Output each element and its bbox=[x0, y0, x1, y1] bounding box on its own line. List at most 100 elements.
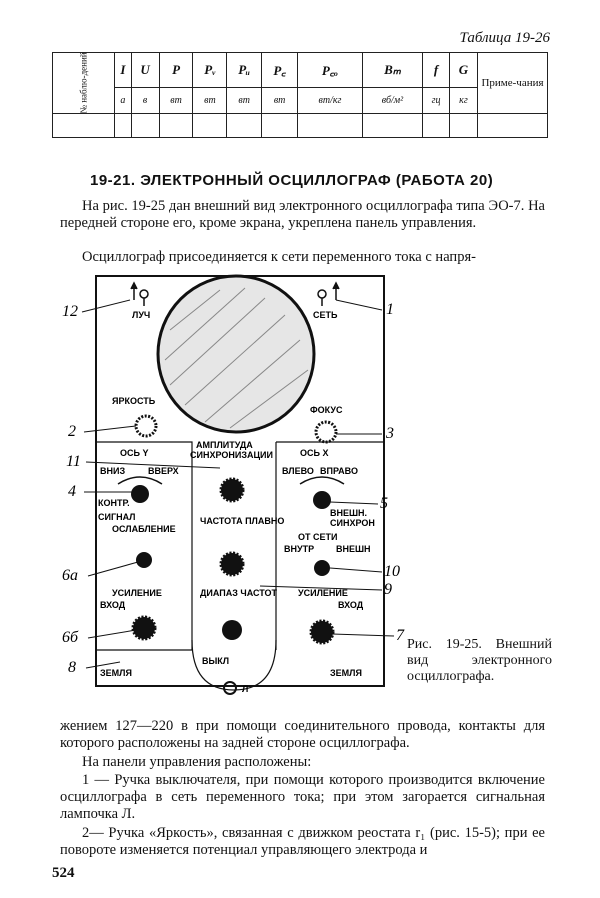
sync-selector-knob bbox=[314, 560, 330, 576]
attenuator-knob bbox=[136, 552, 152, 568]
callout-11: 11 bbox=[66, 453, 81, 470]
label-luch: ЛУЧ bbox=[132, 310, 150, 320]
table-caption: Таблица 19-26 bbox=[459, 30, 550, 46]
y-shift-knob bbox=[131, 485, 149, 503]
callout-5: 5 bbox=[380, 495, 388, 512]
label-usilenie-left: УСИЛЕНИЕ bbox=[112, 588, 162, 598]
callout-4: 4 bbox=[68, 483, 76, 500]
callout-2: 2 bbox=[68, 423, 76, 440]
paragraph: 1 — Ручка выключателя, при помощи которо… bbox=[60, 772, 545, 822]
label-vneshn-sinhron: ВНЕШН. bbox=[330, 508, 367, 518]
beam-switch bbox=[130, 281, 149, 306]
label-usilenie-right: УСИЛЕНИЕ bbox=[298, 588, 348, 598]
x-gain-knob bbox=[309, 619, 335, 645]
notes-header: Приме-чания bbox=[477, 52, 548, 114]
label-kontr: КОНТР. bbox=[98, 498, 130, 508]
paragraph: 2— Ручка «Яркость», связанная с движком … bbox=[60, 825, 545, 858]
col-symbol: I bbox=[114, 52, 132, 88]
label-vhod-right: ВХОД bbox=[338, 600, 364, 610]
label-ot-seti: ОТ СЕТИ bbox=[298, 532, 337, 542]
callout-8: 8 bbox=[68, 659, 76, 676]
figure-caption: Рис. 19-25. Внешний вид электронного осц… bbox=[407, 637, 552, 684]
section-title: 19-21. ЭЛЕКТРОННЫЙ ОСЦИЛЛОГРАФ (РАБОТА 2… bbox=[90, 172, 494, 189]
label-signal: СИГНАЛ bbox=[98, 512, 136, 522]
paragraph: На панели управления расположены: bbox=[82, 754, 312, 770]
callout-6b: 6б bbox=[62, 629, 79, 646]
x-shift-knob bbox=[313, 491, 331, 509]
callout-10: 10 bbox=[384, 563, 400, 580]
col-unit: вт bbox=[192, 87, 228, 114]
callout-6a: 6а bbox=[62, 567, 78, 584]
callout-7: 7 bbox=[396, 627, 405, 644]
col-symbol: P꜀ₒ bbox=[297, 52, 363, 88]
col-unit: в bbox=[130, 87, 160, 114]
sync-amplitude-knob bbox=[219, 477, 245, 503]
callout-9: 9 bbox=[384, 581, 392, 598]
paragraph: Осциллограф присоединяется к сети переме… bbox=[82, 249, 476, 265]
label-vneshn: ВНЕШН bbox=[336, 544, 371, 554]
table-header-row: № наблю-дений I U P Pᵥ Pᵤ P꜀ P꜀ₒ Bₘ f G … bbox=[51, 52, 548, 114]
label-vverh: ВВЕРХ bbox=[148, 466, 179, 476]
label-sinhron: СИНХРОН bbox=[330, 518, 375, 528]
label-vniz: ВНИЗ bbox=[100, 466, 125, 476]
col-unit: вт bbox=[226, 87, 262, 114]
label-chastota-plavno: ЧАСТОТА ПЛАВНО bbox=[200, 516, 284, 526]
label-os-x: ОСЬ X bbox=[300, 448, 328, 458]
col-symbol: f bbox=[422, 52, 450, 88]
label-zemlya-left: ЗЕМЛЯ bbox=[100, 668, 132, 678]
label-vlevo: ВЛЕВО bbox=[282, 466, 314, 476]
table-row bbox=[51, 113, 548, 138]
panel-outline bbox=[95, 275, 385, 687]
callout-12: 12 bbox=[62, 303, 78, 320]
col-unit: а bbox=[114, 87, 132, 114]
lamp bbox=[223, 681, 237, 695]
fine-frequency-knob bbox=[219, 551, 245, 577]
col-unit: вт bbox=[158, 87, 194, 114]
callout-3: 3 bbox=[385, 425, 394, 442]
x-panel bbox=[275, 441, 384, 650]
y-gain-knob bbox=[131, 615, 157, 641]
y-shift-arc bbox=[117, 476, 163, 485]
focus-knob bbox=[314, 420, 338, 444]
label-set: СЕТЬ bbox=[313, 310, 338, 320]
label-os-y: ОСЬ Y bbox=[120, 448, 148, 458]
label-amplituda: АМПЛИТУДА bbox=[196, 440, 253, 450]
col-symbol: Bₘ bbox=[361, 52, 424, 88]
paragraph: На рис. 19-25 дан внешний вид электронно… bbox=[60, 198, 545, 231]
bottom-arc bbox=[191, 639, 277, 691]
label-lamp: Л bbox=[242, 684, 248, 694]
brightness-knob bbox=[134, 414, 158, 438]
page-number: 524 bbox=[52, 865, 75, 881]
observation-table: № наблю-дений I U P Pᵥ Pᵤ P꜀ P꜀ₒ Bₘ f G … bbox=[51, 52, 548, 138]
callout-1: 1 bbox=[386, 301, 394, 318]
screen-hatching bbox=[164, 287, 309, 429]
col-symbol: P bbox=[158, 52, 194, 88]
col-symbol: Pᵤ bbox=[226, 52, 262, 88]
paragraph: жением 127—220 в при помощи соединительн… bbox=[60, 718, 545, 751]
col-unit: кг bbox=[448, 87, 479, 114]
col-unit: вб/м² bbox=[361, 87, 424, 114]
col-symbol: P꜀ bbox=[260, 52, 299, 88]
label-fokus: ФОКУС bbox=[310, 405, 343, 415]
col-symbol: U bbox=[130, 52, 160, 88]
label-vhod-left: ВХОД bbox=[100, 600, 126, 610]
col-unit: вт bbox=[260, 87, 299, 114]
label-oslablenie: ОСЛАБЛЕНИЕ bbox=[112, 524, 176, 534]
table-units-row: а в вт вт вт вт вт/кг вб/м² гц кг bbox=[53, 87, 548, 114]
label-vnutr: ВНУТР bbox=[284, 544, 314, 554]
x-shift-arc bbox=[299, 476, 345, 485]
col-symbol: G bbox=[448, 52, 479, 88]
label-yarkost: ЯРКОСТЬ bbox=[112, 396, 156, 406]
label-vykl: ВЫКЛ bbox=[202, 656, 229, 666]
oscilloscope-figure: ЛУЧ СЕТЬ ЯРКОСТЬ ФОКУС ОСЬ Y ОСЬ X АМПЛИ… bbox=[62, 274, 405, 695]
label-vpravo: ВПРАВО bbox=[320, 466, 358, 476]
screen bbox=[156, 274, 316, 434]
label-sinhronizacii: СИНХРОНИЗАЦИИ bbox=[190, 450, 273, 460]
y-panel bbox=[96, 441, 193, 651]
range-knob bbox=[222, 620, 242, 640]
callout-leaders bbox=[81, 299, 395, 669]
col-symbol: Pᵥ bbox=[192, 52, 228, 88]
label-zemlya-right: ЗЕМЛЯ bbox=[330, 668, 362, 678]
col-unit: гц bbox=[422, 87, 450, 114]
power-switch bbox=[317, 281, 340, 306]
